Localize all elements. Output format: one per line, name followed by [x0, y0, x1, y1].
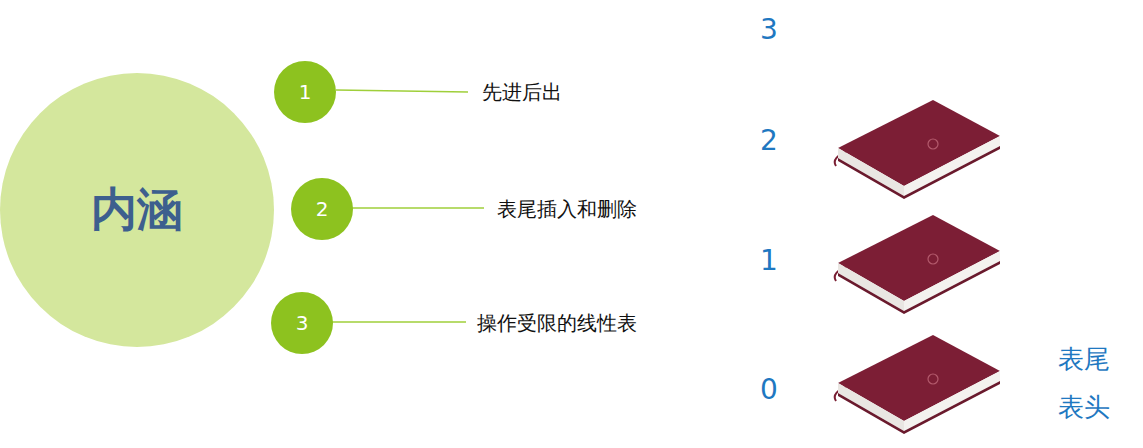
number-circle: 2	[291, 178, 353, 240]
node-text: 1	[299, 80, 312, 104]
feature-text: 操作受限的线性表	[477, 311, 637, 335]
book	[835, 100, 1000, 199]
end-label: 表尾	[1058, 344, 1110, 375]
book	[835, 335, 1000, 434]
number-circle: 1	[274, 61, 336, 123]
index-number: 2	[760, 124, 778, 158]
book	[835, 215, 1000, 314]
feature-text: 表尾插入和删除	[497, 197, 637, 221]
node-text: 3	[296, 311, 309, 335]
leader-line	[336, 90, 468, 92]
feature-text: 先进后出	[482, 80, 562, 104]
concept-circle: 内涵	[0, 73, 274, 347]
node-text: 2	[316, 197, 329, 221]
index-number: 0	[760, 373, 778, 407]
index-number: 1	[760, 244, 778, 278]
leader-line	[352, 207, 484, 209]
index-number: 3	[760, 13, 778, 47]
node-text: 内涵	[91, 179, 183, 241]
end-label: 表头	[1058, 392, 1110, 423]
leader-line	[332, 321, 466, 323]
number-circle: 3	[271, 292, 333, 354]
